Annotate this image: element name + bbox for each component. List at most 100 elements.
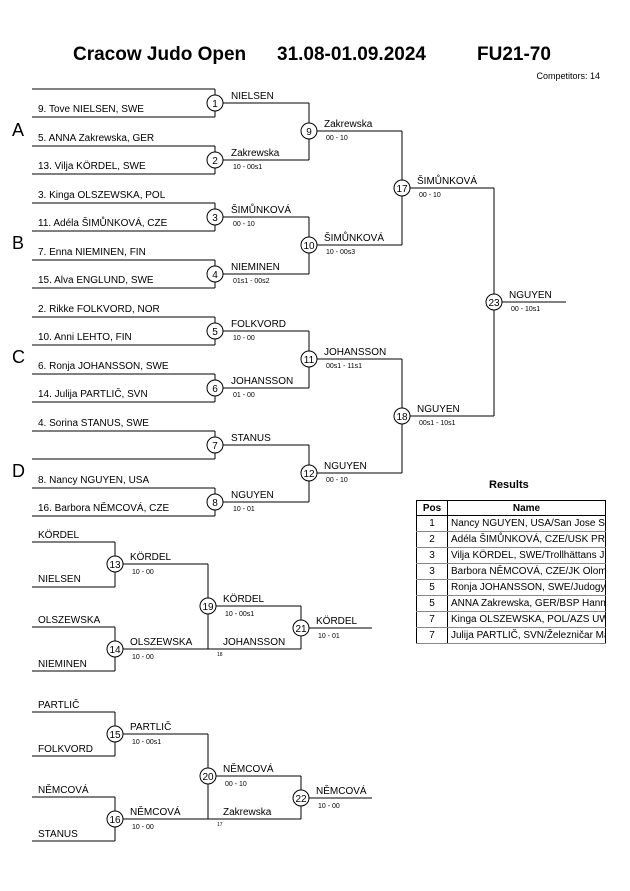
svg-text:19: 19 (202, 602, 214, 613)
match-20-score: 00 - 10 (225, 781, 247, 788)
entry-nielsen: 9. Tove NIELSEN, SWE (38, 104, 144, 115)
match-9-winner: Zakrewska (324, 119, 373, 130)
match-23-badge: 23 (485, 293, 503, 311)
rep1-entry-nielsen: NIELSEN (38, 574, 81, 585)
match-17-winner: ŠIMŮNKOVÁ (417, 174, 477, 187)
match-7-winner: STANUS (231, 433, 271, 444)
rep1-entry-olszewska: OLSZEWSKA (38, 615, 101, 626)
weight-category: FU21-70 (477, 44, 551, 65)
svg-text:5: 5 (212, 327, 218, 338)
pool-label-d: D (12, 461, 25, 481)
match-22-winner: NĚMCOVÁ (316, 784, 367, 797)
match-16-badge: 16 (106, 810, 124, 828)
match-11-badge: 11 (300, 350, 318, 368)
results-header-name: Name (447, 500, 606, 516)
rep1-entry-kordel: KÖRDEL (38, 529, 80, 541)
rep2-entry-nemcova: NĚMCOVÁ (38, 783, 89, 796)
match-3-winner: ŠIMŮNKOVÁ (231, 203, 291, 216)
result-pos: 3 (416, 547, 448, 564)
pool-label-b: B (12, 233, 25, 253)
result-name: Ronja JOHANSSON, SWE/Judogymn (447, 579, 606, 596)
entry-folkvord: 2. Rikke FOLKVORD, NOR (38, 304, 160, 315)
rep1-opponent-ref: 18 (217, 652, 223, 658)
match-2-score: 10 - 00s1 (233, 164, 262, 171)
match-14-badge: 14 (106, 640, 124, 658)
match-9-score: 00 - 10 (326, 135, 348, 142)
match-18-badge: 18 (393, 407, 411, 425)
match-4-score: 01s1 - 00s2 (233, 278, 270, 285)
rep2-entry-partlic: PARTLIČ (38, 698, 79, 711)
match-21-score: 10 - 01 (318, 633, 340, 640)
svg-text:7: 7 (212, 441, 218, 452)
svg-text:8: 8 (212, 498, 218, 509)
svg-text:3: 3 (212, 213, 218, 224)
match-1-badge: 1 (206, 94, 224, 112)
entry-kordel: 13. Vilja KÖRDEL, SWE (38, 160, 146, 172)
match-23-score: 00 - 10s1 (511, 306, 540, 313)
result-pos: 2 (416, 531, 448, 548)
entry-olszewska: 3. Kinga OLSZEWSKA, POL (38, 190, 166, 201)
pool-label-c: C (12, 347, 25, 367)
result-name: ANNA Zakrewska, GER/BSP Hannov (447, 595, 606, 612)
entry-simunkova: 11. Adéla ŠIMŮNKOVÁ, CZE (38, 216, 168, 229)
rep2-opponent-ref: 17 (217, 822, 223, 828)
result-pos: 5 (416, 579, 448, 596)
result-name: Barbora NĚMCOVÁ, CZE/JK Olomouc (447, 563, 606, 580)
match-6-winner: JOHANSSON (231, 376, 293, 387)
match-13-score: 10 - 00 (132, 569, 154, 576)
match-13-winner: KÖRDEL (130, 551, 172, 563)
match-10-score: 10 - 00s3 (326, 249, 355, 256)
svg-text:4: 4 (212, 270, 218, 281)
match-11-score: 00s1 - 11s1 (326, 363, 362, 370)
match-8-score: 10 - 01 (233, 506, 255, 513)
result-name: Kinga OLSZEWSKA, POL/AZS UW (447, 611, 606, 628)
svg-text:10: 10 (303, 241, 315, 252)
svg-text:21: 21 (295, 624, 307, 635)
result-pos: 5 (416, 595, 448, 612)
match-5-score: 10 - 00 (233, 335, 255, 342)
results-header-row: Pos Name (416, 500, 606, 516)
match-7-badge: 7 (206, 436, 224, 454)
match-21-badge: 21 (292, 619, 310, 637)
match-11-winner: JOHANSSON (324, 347, 386, 358)
match-18-score: 00s1 - 10s1 (419, 420, 456, 427)
match-10-badge: 10 (300, 236, 318, 254)
result-name: Julija PARTLIČ, SVN/Železničar Marib (447, 627, 606, 644)
match-3-badge: 3 (206, 208, 224, 226)
result-name: Vilja KÖRDEL, SWE/Trollhättans Jk (447, 547, 606, 564)
entry-johansson: 6. Ronja JOHANSSON, SWE (38, 361, 169, 372)
svg-text:15: 15 (109, 730, 121, 741)
result-pos: 7 (416, 611, 448, 628)
svg-text:16: 16 (109, 815, 121, 826)
match-20-winner: NĚMCOVÁ (223, 762, 274, 775)
match-1-winner: NIELSEN (231, 91, 274, 102)
match-17-badge: 17 (393, 179, 411, 197)
svg-text:23: 23 (488, 298, 500, 309)
results-title: Results (489, 479, 529, 491)
event-dates: 31.08-01.09.2024 (277, 44, 426, 65)
svg-text:12: 12 (303, 469, 315, 480)
match-19-score: 10 - 00s1 (225, 611, 254, 618)
match-9-badge: 9 (300, 122, 318, 140)
match-12-winner: NGUYEN (324, 461, 367, 472)
match-8-badge: 8 (206, 493, 224, 511)
rep2-entry-folkvord: FOLKVORD (38, 744, 93, 755)
rep2-entry-stanus: STANUS (38, 829, 78, 840)
match-10-winner: ŠIMŮNKOVÁ (324, 231, 384, 244)
match-22-score: 10 - 00 (318, 803, 340, 810)
svg-text:18: 18 (396, 412, 408, 423)
result-pos: 7 (416, 627, 448, 644)
entry-stanus: 4. Sorina STANUS, SWE (38, 418, 149, 429)
svg-text:11: 11 (304, 355, 315, 366)
match-4-winner: NIEMINEN (231, 262, 280, 273)
results-header-pos: Pos (416, 500, 448, 516)
match-22-badge: 22 (292, 789, 310, 807)
match-15-badge: 15 (106, 725, 124, 743)
